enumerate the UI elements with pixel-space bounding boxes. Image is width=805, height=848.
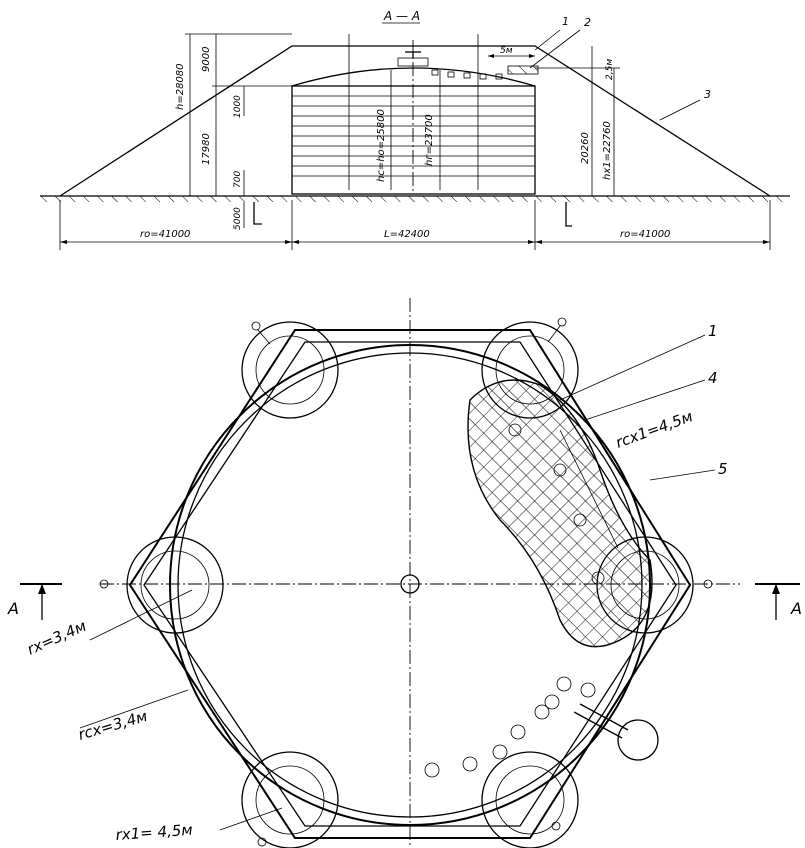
roof-equipment: [431, 69, 503, 80]
foam-device: [507, 65, 539, 75]
leader-rx: [89, 589, 193, 641]
section-mark-left: А: [7, 599, 19, 618]
leader-rcx: [79, 689, 189, 729]
plan-callout-1: 1: [708, 322, 718, 340]
dim-height-total: h=28080: [175, 63, 186, 110]
corner-circles: [126, 321, 694, 848]
tank-horizontal-lines: [292, 95, 535, 177]
dim-17980: 17980: [201, 133, 212, 165]
section-marker-left: А: [7, 583, 62, 620]
pile-right: [565, 202, 572, 227]
dim-2-5m: 2,5м: [605, 59, 615, 80]
dim-5m: 5м: [500, 46, 513, 56]
section-mark-right: А: [790, 599, 802, 618]
dim-20260: 20260: [580, 132, 591, 164]
dim-700: 700: [233, 171, 243, 188]
dim-hr: hг=23700: [424, 114, 435, 166]
leader-rx1: [219, 807, 283, 831]
section-callout-1: 1: [562, 15, 569, 28]
section-marker-right: А: [755, 583, 802, 620]
dim-r0-left: rо=41000: [140, 229, 190, 240]
embankment-outline: [59, 45, 771, 197]
section-view: 5м А — А h=28080 9000 17980 1000 700 500…: [40, 9, 790, 250]
hatched-zone: [467, 379, 653, 648]
hydrant-pins: [99, 317, 713, 847]
label-r-x1: rх1= 4,5м: [115, 821, 193, 844]
dim-5000: 5000: [233, 207, 243, 230]
label-r-cx: rсх=3,4м: [76, 707, 149, 744]
dim-r0-right: rо=41000: [620, 229, 670, 240]
label-r-x: rх=3,4м: [24, 617, 89, 659]
plan-callout-5: 5: [718, 460, 728, 478]
plan-view: 1 4 5 rсх1=4,5м rх=3,4м rсх=3,4м rх1= 4,…: [7, 298, 802, 848]
section-title: А — А: [383, 9, 420, 23]
zone-nozzles: [508, 423, 605, 585]
plan-callout-4: 4: [708, 369, 718, 387]
center-hub: [400, 574, 420, 594]
dim-hc: hc=hо=25800: [376, 109, 387, 182]
small-fittings: [424, 676, 659, 778]
dim-1000: 1000: [233, 95, 243, 118]
tank-roof: [291, 67, 536, 87]
dim-9000: 9000: [201, 47, 212, 72]
pump-circle: [617, 719, 659, 761]
section-callout-3: 3: [704, 88, 711, 101]
section-callout-2: 2: [584, 16, 591, 29]
hexagon-inner: [143, 341, 677, 827]
dim-hx1: hх1=22760: [602, 121, 613, 180]
label-r-cx1: rсх1=4,5м: [613, 407, 695, 451]
ground-hatch: [40, 196, 790, 202]
tank-body: [291, 85, 536, 195]
dim-L: L=42400: [384, 229, 430, 240]
pile-left: [253, 202, 262, 225]
hexagon-outer: [128, 329, 692, 839]
